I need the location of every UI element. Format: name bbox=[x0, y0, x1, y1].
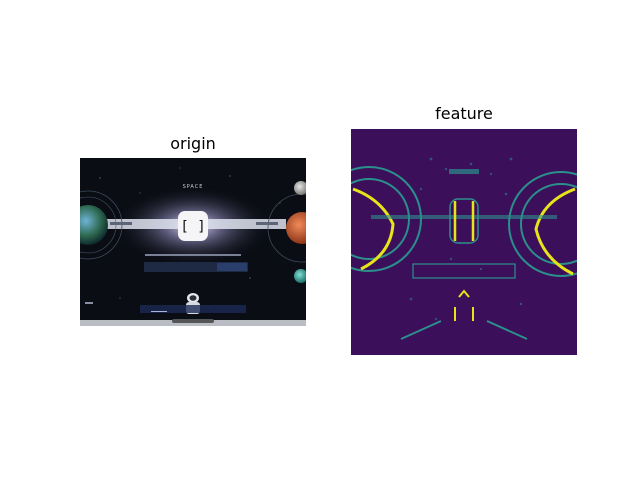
feature-panel-title: feature bbox=[435, 104, 493, 123]
corner-label bbox=[85, 302, 93, 304]
center-logo-glyph: [ ] bbox=[180, 219, 205, 235]
origin-panel-title: origin bbox=[170, 134, 216, 153]
feature-image bbox=[351, 129, 577, 355]
feature-brand-text bbox=[449, 169, 479, 174]
beam-label-right bbox=[256, 222, 278, 225]
feature-center-logo bbox=[449, 198, 479, 244]
bottom-nav-active-indicator bbox=[151, 311, 167, 312]
beam-label-left bbox=[110, 222, 132, 225]
laptop-notch bbox=[172, 319, 214, 323]
bottom-nav[interactable] bbox=[140, 305, 246, 313]
origin-illustration: SPACE [ ] bbox=[80, 158, 306, 326]
info-line bbox=[145, 254, 241, 256]
teal-planet bbox=[294, 269, 306, 283]
feature-beam-band bbox=[371, 215, 557, 219]
feature-right-rings bbox=[508, 171, 577, 277]
center-logo bbox=[178, 211, 208, 241]
search-button[interactable] bbox=[217, 263, 247, 271]
stars bbox=[99, 167, 281, 309]
origin-image: SPACE [ ] bbox=[80, 158, 306, 326]
feature-speckles bbox=[409, 157, 523, 321]
feature-map bbox=[351, 129, 577, 355]
feature-right-hot-arc bbox=[534, 187, 576, 276]
feature-left-hot-arc bbox=[352, 187, 395, 271]
feature-astronaut bbox=[454, 289, 474, 321]
feature-search-bar bbox=[412, 263, 516, 279]
feature-bottom-nav bbox=[400, 320, 528, 340]
brand-text: SPACE bbox=[183, 184, 204, 190]
moon-planet bbox=[294, 181, 306, 195]
